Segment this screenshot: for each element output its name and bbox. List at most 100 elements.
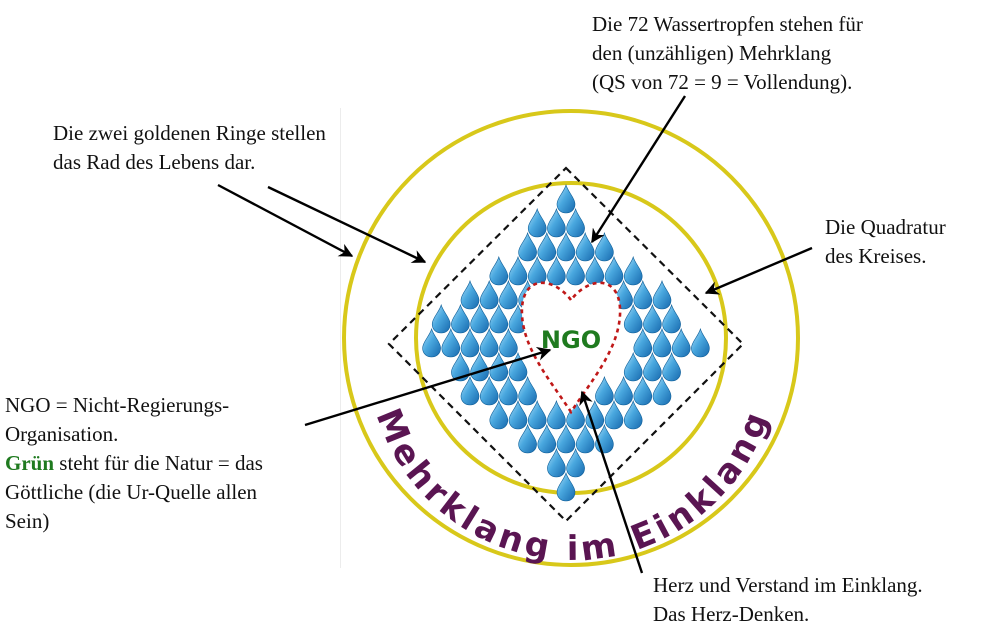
annotation-ngo-line3: Grün steht für die Natur = das <box>5 449 263 478</box>
water-drop <box>527 207 547 238</box>
water-drop <box>691 327 710 358</box>
water-drop <box>518 231 537 262</box>
annotation-drops-line3: (QS von 72 = 9 = Vollendung). <box>592 70 853 94</box>
water-drop <box>633 375 653 406</box>
water-drop <box>652 279 672 310</box>
annotation-ngo: NGO = Nicht-Regierungs- Organisation. Gr… <box>5 391 263 536</box>
annotation-drops-line1: Die 72 Wassertropfen stehen für <box>592 12 863 36</box>
annotation-heart-line2: Das Herz-Denken. <box>653 602 810 626</box>
annotation-rings-line1: Die zwei goldenen Ringe stellen <box>53 121 326 145</box>
outer-gold-ring <box>342 109 800 567</box>
water-drop <box>489 255 509 286</box>
water-drop <box>633 327 653 358</box>
annotation-rings-line2: das Rad des Lebens dar. <box>53 150 256 174</box>
water-drop <box>499 279 518 310</box>
water-drop <box>556 423 576 454</box>
arrow-ngo <box>304 346 552 427</box>
water-drop <box>556 471 576 502</box>
annotation-drops-line2: den (unzähligen) Mehrklang <box>592 41 832 65</box>
water-drop <box>499 375 518 406</box>
annotation-ngo-line1: NGO = Nicht-Regierungs- <box>5 393 230 417</box>
water-drop <box>547 399 566 430</box>
water-drop <box>566 447 585 478</box>
water-drop <box>623 351 643 382</box>
water-drop <box>662 351 681 382</box>
water-drop <box>537 231 557 262</box>
water-drop <box>585 255 605 286</box>
water-drop <box>575 231 595 262</box>
water-drop <box>633 279 653 310</box>
water-drop <box>623 255 643 286</box>
water-drop <box>470 351 489 382</box>
water-drop <box>537 423 557 454</box>
annotation-ngo-line5: Sein) <box>5 509 50 533</box>
water-drop <box>441 327 461 358</box>
water-drop <box>643 303 662 334</box>
water-drop <box>508 351 528 382</box>
water-drop <box>662 303 681 334</box>
water-drop <box>518 375 537 406</box>
annotation-square: Die Quadratur des Kreises. <box>825 213 946 271</box>
water-drop <box>623 303 643 334</box>
water-drop <box>652 327 672 358</box>
annotation-square-line1: Die Quadratur <box>825 215 946 239</box>
water-drop <box>614 375 633 406</box>
dashed-heart <box>520 281 622 415</box>
annotation-heart-line1: Herz und Verstand im Einklang. <box>653 573 923 597</box>
water-drop <box>623 399 643 430</box>
arrow-drops <box>590 95 687 244</box>
annotation-ngo-line4: Göttliche (die Ur-Quelle allen <box>5 480 258 504</box>
water-drop <box>527 255 547 286</box>
water-drop <box>556 231 576 262</box>
arrow-heart <box>579 390 644 574</box>
water-drop <box>595 375 614 406</box>
water-drop <box>604 399 624 430</box>
annotation-ngo-green-word: Grün <box>5 451 55 475</box>
annotation-drops: Die 72 Wassertropfen stehen für den (unz… <box>592 10 863 97</box>
water-drop <box>566 399 585 430</box>
water-drop <box>479 327 499 358</box>
arrows-group <box>217 95 813 574</box>
water-drop <box>547 447 566 478</box>
water-drop <box>556 183 576 214</box>
arrow-inner-ring <box>267 185 427 264</box>
divider-line <box>340 108 341 568</box>
annotation-ngo-line2: Organisation. <box>5 422 119 446</box>
water-drop <box>499 327 518 358</box>
water-drop <box>422 327 441 358</box>
water-drop <box>460 279 480 310</box>
water-drop <box>527 399 547 430</box>
water-drop <box>547 255 566 286</box>
annotation-square-line2: des Kreises. <box>825 244 927 268</box>
water-drop <box>489 399 509 430</box>
water-drop <box>508 255 528 286</box>
water-drop <box>671 327 691 358</box>
water-drop <box>652 375 672 406</box>
water-drop <box>470 303 489 334</box>
dashed-square <box>387 166 745 523</box>
arrow-outer-ring <box>217 183 354 258</box>
annotation-ngo-line3-rest: steht für die Natur = das <box>54 451 263 475</box>
water-drop <box>547 207 566 238</box>
water-drop <box>479 375 499 406</box>
water-drop <box>479 279 499 310</box>
arrow-square <box>704 246 813 295</box>
water-drop <box>489 303 509 334</box>
water-drop <box>518 423 537 454</box>
water-drop <box>643 351 662 382</box>
annotation-rings: Die zwei goldenen Ringe stellen das Rad … <box>53 119 326 177</box>
water-drop <box>460 327 480 358</box>
water-drop <box>431 303 451 334</box>
water-drop <box>566 207 585 238</box>
water-drops-group <box>422 183 710 502</box>
water-drop <box>451 351 470 382</box>
water-drop <box>604 255 624 286</box>
water-drop <box>451 303 470 334</box>
water-drop <box>575 423 595 454</box>
water-drop <box>508 399 528 430</box>
water-drop <box>595 231 614 262</box>
water-drop <box>460 375 480 406</box>
annotation-heart: Herz und Verstand im Einklang. Das Herz-… <box>653 571 923 629</box>
